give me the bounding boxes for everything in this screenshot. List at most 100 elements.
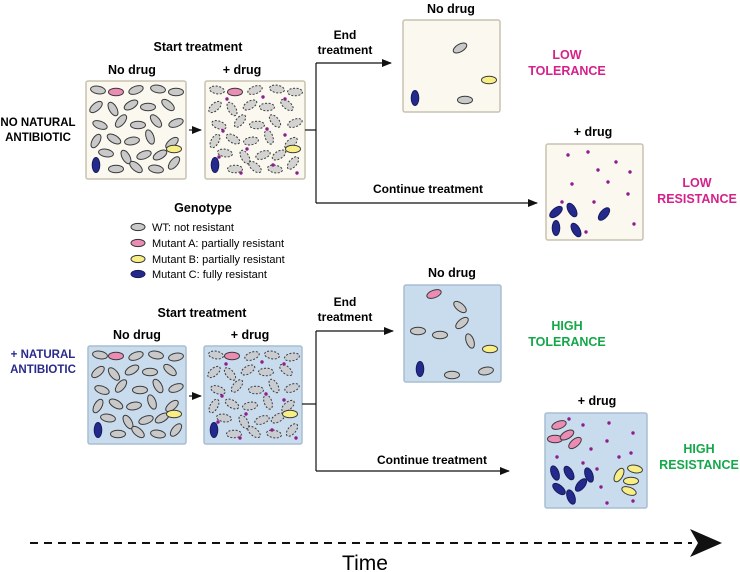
top-continue-box [545, 143, 644, 241]
dying-wt-cell [285, 423, 299, 437]
dying-wt-cell [249, 120, 265, 130]
top-end-treatment-line1: End [334, 28, 357, 42]
dying-wt-cell [224, 398, 240, 410]
drug-dot [245, 147, 249, 151]
top-continue-outcome-line1: LOW [682, 176, 711, 190]
dying-wt-cell [266, 429, 282, 439]
wt-cell [124, 136, 140, 146]
top-end-cells [410, 42, 497, 106]
dying-wt-cell [225, 133, 241, 145]
bottom-no-drug-label: No drug [113, 328, 161, 342]
drug-dot [614, 160, 618, 164]
drug-dot [586, 150, 590, 154]
dying-wt-cell [242, 99, 258, 111]
dying-wt-cell [230, 379, 244, 393]
mutant-c-cell [550, 465, 560, 481]
dying-wt-cell [217, 148, 233, 158]
dying-wt-cell [240, 364, 256, 376]
bottom-continue-cells [547, 417, 643, 505]
wt-cell [444, 370, 460, 380]
mutant-b-cell [482, 344, 498, 354]
drug-dot [607, 421, 611, 425]
wt-cell [131, 425, 145, 439]
drug-dot [220, 394, 224, 398]
mutant-a-cell [426, 289, 442, 299]
dying-wt-cell [281, 399, 295, 413]
drug-dot [570, 182, 574, 186]
dying-wt-cell [264, 350, 280, 360]
mutant-b-cell [166, 144, 182, 154]
dying-wt-cell [209, 85, 225, 95]
drug-dot [617, 455, 621, 459]
dying-wt-cell [280, 98, 294, 112]
bottom-end-cells [410, 289, 498, 380]
mutant-a-cell [568, 436, 582, 450]
bottom-start-treatment-label: Start treatment [158, 306, 248, 320]
mutant-a-cell [551, 420, 567, 430]
wt-cell [168, 87, 184, 97]
drug-dot [238, 436, 242, 440]
mutant-c-cell [570, 222, 582, 238]
dying-wt-cell [258, 367, 274, 377]
wt-cell [130, 120, 146, 130]
drug-dot [629, 451, 633, 455]
bottom-condition-line1: + NATURAL [11, 349, 76, 361]
wt-cell [114, 379, 128, 393]
mutant-c-cell [410, 90, 420, 106]
top-start-treatment-label: Start treatment [154, 40, 244, 54]
bottom-end-treatment-line2: treatment [318, 310, 373, 324]
mutant-c-cell [93, 422, 103, 438]
mutant-a-cell [108, 87, 124, 97]
bottom-end-outcome-line2: TOLERANCE [528, 335, 606, 349]
wt-cell [150, 84, 166, 94]
dying-wt-cell [244, 351, 260, 361]
mutant-c-cell [209, 422, 219, 438]
dying-wt-cell [208, 350, 224, 360]
drug-dot [294, 436, 298, 440]
wt-cell [132, 385, 148, 395]
drug-dot [244, 412, 248, 416]
dying-wt-cell [242, 401, 258, 411]
drug-dot [271, 163, 275, 167]
mutant-b-cell [621, 486, 637, 496]
dying-wt-cell [243, 136, 259, 146]
legend-mutant-a-cell-icon [130, 238, 146, 248]
drug-dot [599, 485, 603, 489]
wt-cell [90, 133, 102, 149]
genotype-legend: Genotype WT: not resistant Mutant A: par… [130, 201, 285, 281]
mutant-c-cell [552, 482, 566, 496]
dying-wt-cell [284, 352, 300, 362]
wt-cell [110, 429, 126, 439]
bottom-end-box [403, 284, 502, 383]
legend-mutant-c-cell-icon [130, 269, 146, 279]
wt-cell [92, 350, 108, 360]
bottom-plus-drug-cells [207, 350, 300, 440]
top-no-drug-cells [89, 84, 184, 174]
wt-cell [92, 120, 108, 130]
drug-dot [606, 180, 610, 184]
drug-dot [261, 95, 265, 99]
wt-cell [478, 366, 494, 376]
dying-wt-cell [247, 85, 263, 95]
top-continue-cells [549, 150, 636, 238]
dying-wt-cell [223, 367, 237, 381]
dying-wt-cell [259, 102, 275, 112]
drug-dot [224, 362, 228, 366]
drug-dot [567, 417, 571, 421]
wt-cell [457, 95, 473, 105]
wt-cell [149, 114, 163, 128]
drug-dot [560, 200, 564, 204]
wt-cell [455, 316, 469, 330]
bottom-plus-drug-label: + drug [231, 328, 270, 342]
drug-dot [581, 461, 585, 465]
wt-cell [161, 98, 175, 112]
wt-cell [452, 42, 468, 54]
wt-cell [107, 101, 119, 117]
mutant-a-cell [559, 429, 575, 441]
bottom-end-box-title: No drug [428, 266, 476, 280]
drug-dot [605, 439, 609, 443]
bottom-end-outcome-line1: HIGH [551, 319, 582, 333]
bottom-no-drug-cells [91, 350, 184, 439]
dying-wt-cell [208, 398, 220, 414]
drug-dot [221, 129, 225, 133]
